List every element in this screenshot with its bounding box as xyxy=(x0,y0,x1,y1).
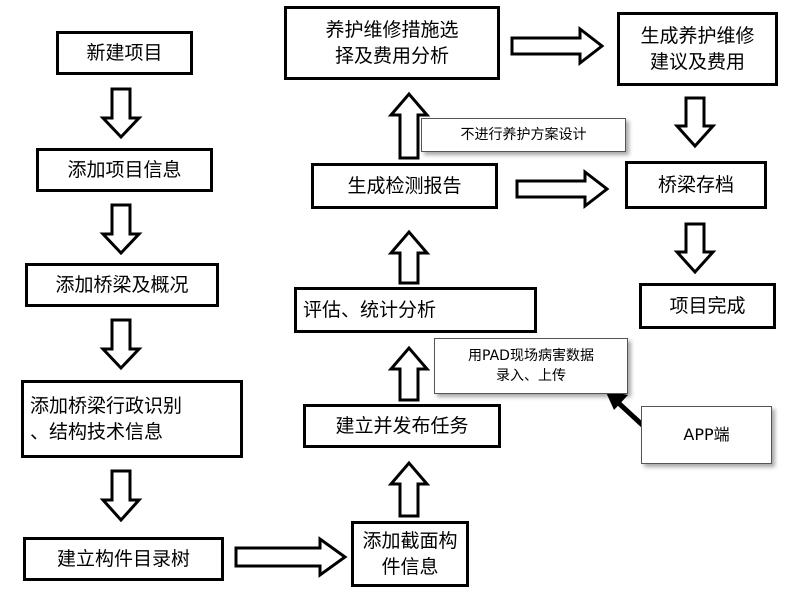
note-app-side: APP端 xyxy=(641,406,772,464)
node-project-complete: 项目完成 xyxy=(639,283,776,329)
arrow-down-2 xyxy=(99,203,143,256)
arrow-down-1 xyxy=(99,87,143,140)
node-build-component-tree: 建立构件目录树 xyxy=(23,537,224,581)
note-pad-entry: 用PAD现场病害数据 录入、上传 xyxy=(434,338,628,394)
arrow-right-tree-to-section xyxy=(234,536,348,578)
node-add-section-info: 添加截面构 件信息 xyxy=(351,521,469,587)
node-add-admin-info: 添加桥梁行政识别 、结构技术信息 xyxy=(21,380,243,458)
node-publish-task: 建立并发布任务 xyxy=(303,404,501,448)
arrow-down-right-2 xyxy=(673,222,717,275)
node-maintenance-select: 养护维修措施选 择及费用分析 xyxy=(284,6,500,80)
arrow-up-1 xyxy=(387,460,431,518)
arrow-down-3 xyxy=(99,318,143,371)
note-no-maintenance: 不进行养护方案设计 xyxy=(421,118,626,152)
arrow-app-head xyxy=(605,390,628,410)
arrow-up-4 xyxy=(387,91,431,160)
node-generate-report: 生成检测报告 xyxy=(311,163,498,209)
arrow-right-report xyxy=(515,168,610,210)
arrow-right-maintenance xyxy=(510,25,605,67)
node-add-bridge-overview: 添加桥梁及概况 xyxy=(25,263,219,307)
node-generate-suggestion: 生成养护维修 建议及费用 xyxy=(617,12,778,86)
node-add-project-info: 添加项目信息 xyxy=(36,148,213,192)
node-bridge-archive: 桥梁存档 xyxy=(625,161,767,209)
arrow-up-2 xyxy=(387,345,431,402)
arrow-down-right-1 xyxy=(673,96,717,149)
arrow-up-3 xyxy=(387,229,431,285)
node-new-project: 新建项目 xyxy=(56,31,193,75)
node-evaluate-stats: 评估、统计分析 xyxy=(294,287,537,333)
arrow-down-4 xyxy=(99,469,143,523)
